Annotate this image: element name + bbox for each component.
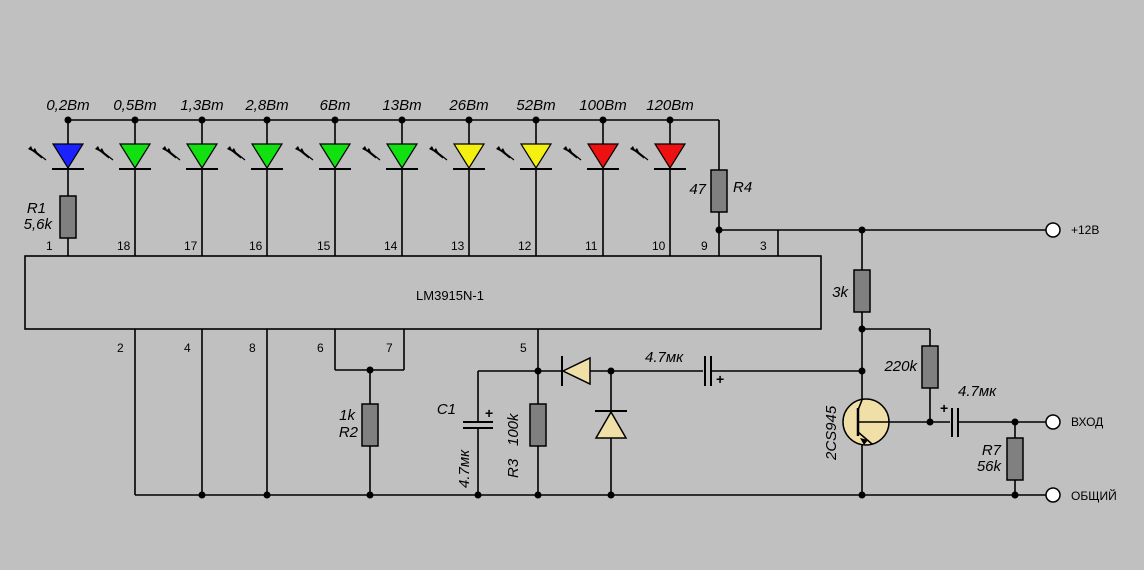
ic-top-pins: 1 18 17 16 15 14 13 12 11 10 9 3 xyxy=(46,239,767,253)
r4-value: 47 xyxy=(689,181,706,198)
r3-name: R3 xyxy=(505,458,522,478)
resistor-r4 xyxy=(710,169,728,213)
cap-top-value: 4.7мк xyxy=(645,349,684,366)
ic-name: LM3915N-1 xyxy=(416,288,484,303)
resistor-r2 xyxy=(361,403,379,447)
led-3: 1,3Bm xyxy=(162,97,224,256)
led-9: 100Bm xyxy=(563,97,627,256)
r1-value: 5,6k xyxy=(24,216,54,233)
led-2-body xyxy=(118,143,152,170)
r1-name: R1 xyxy=(27,200,46,217)
ic-pin-11: 11 xyxy=(585,239,598,253)
resistor-r1 xyxy=(59,195,77,239)
resistor-r7 xyxy=(1006,437,1024,481)
ic-lm3915 xyxy=(24,255,822,330)
led-4-label: 2,8Bm xyxy=(244,97,288,114)
r-3k-value: 3k xyxy=(832,284,849,301)
r2-name: R2 xyxy=(339,424,359,441)
led-9-body xyxy=(586,143,620,170)
diode-horizontal xyxy=(561,356,591,386)
led-6: 13Bm xyxy=(362,97,422,256)
cap-right-plus: + xyxy=(940,400,948,416)
ic-pin-3: 3 xyxy=(760,239,767,253)
led-8-label: 52Bm xyxy=(516,97,555,114)
r-220k-value: 220k xyxy=(883,358,918,375)
c1-plus: + xyxy=(485,405,493,421)
r3-value: 100k xyxy=(505,412,522,446)
led-3-body xyxy=(185,143,219,170)
led-10-body xyxy=(653,143,687,170)
led-5-label: 6Bm xyxy=(320,97,351,114)
ic-pin-15: 15 xyxy=(317,239,331,253)
c1-value: 4.7мк xyxy=(456,449,473,488)
ic-pin-1: 1 xyxy=(46,239,53,253)
led-5-body xyxy=(318,143,352,170)
cap-top-plus: + xyxy=(716,371,724,387)
led-8-body xyxy=(519,143,553,170)
ic-pin-16: 16 xyxy=(249,239,263,253)
led-4: 2,8Bm xyxy=(227,97,289,256)
ic-pin-2: 2 xyxy=(117,341,124,355)
led-7-label: 26Bm xyxy=(448,97,488,114)
ic-pin-12: 12 xyxy=(518,239,532,253)
cap-right-value: 4.7мк xyxy=(958,383,997,400)
input-terminal-label: ВХОД xyxy=(1071,415,1103,429)
led-8: 52Bm xyxy=(496,97,556,256)
r2-value: 1k xyxy=(339,407,356,424)
transistor-name: 2CS945 xyxy=(823,405,840,461)
r7-name: R7 xyxy=(982,442,1002,459)
ic-pin-13: 13 xyxy=(451,239,465,253)
c1-name: C1 xyxy=(437,401,456,418)
led-4-body xyxy=(250,143,284,170)
ic-pin-17: 17 xyxy=(184,239,198,253)
led-1-body xyxy=(51,143,85,170)
input-terminal[interactable] xyxy=(1045,414,1061,430)
led-6-label: 13Bm xyxy=(382,97,421,114)
led-7-body xyxy=(452,143,486,170)
ic-pin-8: 8 xyxy=(249,341,256,355)
ic-bottom-pins: 2 4 8 6 7 5 xyxy=(117,341,527,355)
led-1: 0,2Bm xyxy=(28,97,90,170)
ground-terminal[interactable] xyxy=(1045,487,1061,503)
led-5: 6Bm xyxy=(295,97,352,256)
resistor-r3 xyxy=(529,403,547,447)
resistor-3k xyxy=(853,269,871,313)
led-2-label: 0,5Bm xyxy=(113,97,156,114)
led-3-label: 1,3Bm xyxy=(180,97,223,114)
led-2: 0,5Bm xyxy=(95,97,157,256)
led-1-label: 0,2Bm xyxy=(46,97,89,114)
ic-pin-18: 18 xyxy=(117,239,131,253)
ic-pin-7: 7 xyxy=(386,341,393,355)
power-terminal-label: +12B xyxy=(1071,223,1099,237)
led-10: 120Bm xyxy=(630,97,694,256)
r7-value: 56k xyxy=(977,458,1003,475)
power-terminal[interactable] xyxy=(1045,222,1061,238)
ic-pin-6: 6 xyxy=(317,341,324,355)
led-10-label: 120Bm xyxy=(646,97,694,114)
led-7: 26Bm xyxy=(429,97,489,256)
resistor-220k xyxy=(921,345,939,389)
ic-pin-4: 4 xyxy=(184,341,191,355)
ic-pin-14: 14 xyxy=(384,239,398,253)
led-9-label: 100Bm xyxy=(579,97,627,114)
r4-name: R4 xyxy=(733,179,752,196)
led-6-body xyxy=(385,143,419,170)
ic-pin-10: 10 xyxy=(652,239,666,253)
ground-terminal-label: ОБЩИЙ xyxy=(1071,488,1117,503)
ic-pin-9: 9 xyxy=(701,239,708,253)
led-bar: 0,2Bm 0,5Bm 1,3Bm 2,8Bm 6Bm 13Bm 26Bm 52Bm 100Bm… xyxy=(28,97,694,256)
ic-pin-5: 5 xyxy=(520,341,527,355)
